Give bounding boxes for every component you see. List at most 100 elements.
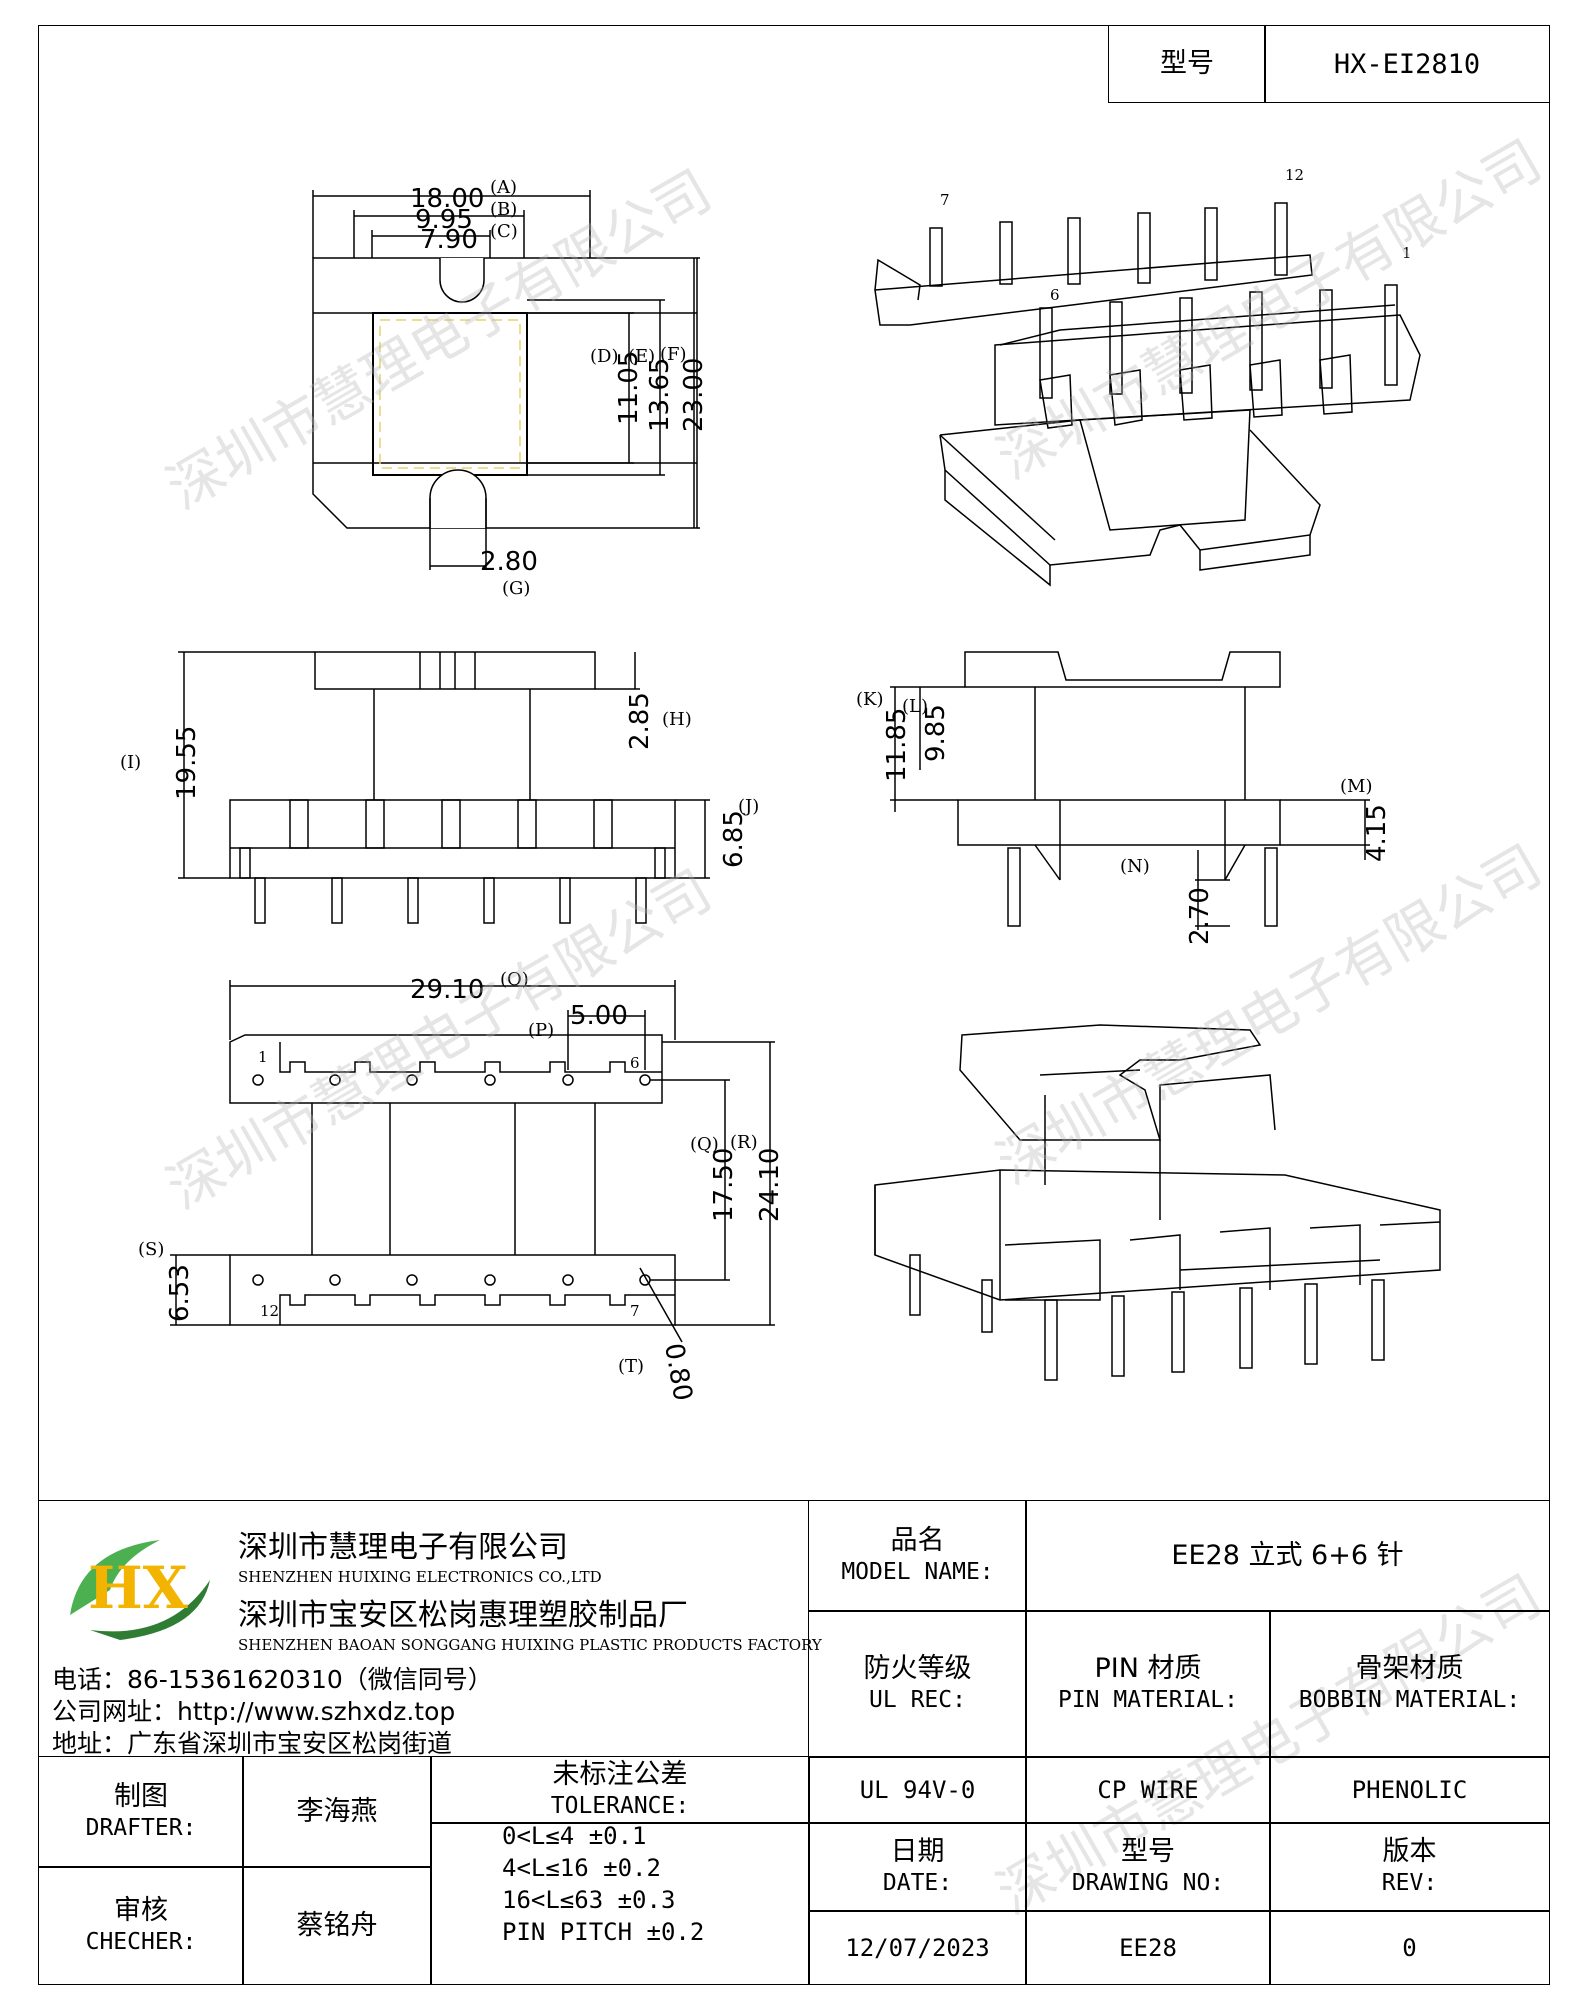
iso-pin-1: 1 bbox=[1402, 244, 1412, 262]
drawing-no-value-cell: EE28 bbox=[1025, 1910, 1271, 1985]
drafter-label-cell: 制图 DRAFTER: bbox=[38, 1756, 244, 1868]
tolerance-line-2: 4<L≤16 ±0.2 bbox=[502, 1854, 661, 1882]
dim-m: 4.15 bbox=[1362, 804, 1392, 862]
dim-o: 29.10 bbox=[410, 975, 484, 1005]
ul-label-cell: 防火等级 UL REC: bbox=[808, 1610, 1027, 1758]
rev-label-cell: 版本 REV: bbox=[1269, 1822, 1550, 1912]
date-label-cn: 日期 bbox=[890, 1836, 945, 1867]
dim-p: 5.00 bbox=[570, 1001, 628, 1031]
checker-label-cn: 审核 bbox=[114, 1894, 168, 1926]
header-value-cell: HX-EI2810 bbox=[1264, 25, 1550, 103]
model-name-label-cell: 品名 MODEL NAME: bbox=[808, 1500, 1027, 1612]
checker-label-en: CHECHER: bbox=[85, 1928, 197, 1955]
bobbin-material-value: PHENOLIC bbox=[1351, 1776, 1468, 1804]
header-label-cell: 型号 bbox=[1108, 25, 1266, 103]
model-name-label-en: MODEL NAME: bbox=[841, 1559, 994, 1585]
bottom-view bbox=[170, 980, 775, 1343]
tolerance-line-4: PIN PITCH ±0.2 bbox=[502, 1918, 705, 1946]
tag-s: (S) bbox=[138, 1239, 164, 1260]
tag-o: (O) bbox=[500, 969, 529, 990]
tag-e: (E) bbox=[628, 346, 655, 367]
logo-text: HX bbox=[88, 1554, 188, 1622]
company-name-cn: 深圳市慧理电子有限公司 bbox=[238, 1530, 568, 1565]
company-address: 地址：广东省深圳市宝安区松岗街道 bbox=[52, 1729, 453, 1758]
factory-name-en: SHENZHEN BAOAN SONGGANG HUIXING PLASTIC … bbox=[238, 1636, 822, 1654]
pin-material-value: CP WIRE bbox=[1097, 1776, 1199, 1804]
model-name-value: EE28 立式 6+6 针 bbox=[1171, 1540, 1404, 1571]
dim-f: 23.00 bbox=[679, 358, 709, 432]
dim-s: 6.53 bbox=[165, 1264, 195, 1322]
bottom-pin-6: 6 bbox=[630, 1054, 640, 1072]
front-view bbox=[178, 651, 710, 924]
pin-material-label-cell: PIN 材质 PIN MATERIAL: bbox=[1025, 1610, 1271, 1758]
top-view bbox=[312, 190, 700, 570]
drafter-name: 李海燕 bbox=[296, 1796, 378, 1827]
dim-l: 9.85 bbox=[921, 704, 951, 762]
rev-label-cn: 版本 bbox=[1382, 1836, 1437, 1867]
tag-a: (A) bbox=[490, 177, 517, 198]
drawing-no-label-cn: 型号 bbox=[1121, 1836, 1175, 1867]
bobbin-material-label-cell: 骨架材质 BOBBIN MATERIAL: bbox=[1269, 1610, 1550, 1758]
bottom-pin-12: 12 bbox=[260, 1302, 279, 1320]
date-value: 12/07/2023 bbox=[845, 1933, 990, 1962]
drawing-no-value: EE28 bbox=[1119, 1933, 1177, 1962]
dim-i: 19.55 bbox=[172, 726, 202, 800]
date-label-cell: 日期 DATE: bbox=[808, 1822, 1027, 1912]
bobbin-material-label-en: BOBBIN MATERIAL: bbox=[1298, 1687, 1521, 1713]
checker-name: 蔡铭舟 bbox=[296, 1909, 378, 1941]
date-label-en: DATE: bbox=[882, 1870, 953, 1896]
dim-n: 2.70 bbox=[1185, 887, 1215, 945]
tag-k: (K) bbox=[856, 689, 884, 710]
dim-c: 7.90 bbox=[420, 225, 478, 255]
bottom-pin-1: 1 bbox=[258, 1048, 268, 1066]
drafter-label-cn: 制图 bbox=[114, 1781, 168, 1812]
company-name-en: SHENZHEN HUIXING ELECTRONICS CO.,LTD bbox=[238, 1568, 602, 1586]
iso-pin-7: 7 bbox=[940, 191, 950, 209]
pin-material-label-cn: PIN 材质 bbox=[1094, 1653, 1202, 1684]
side-view bbox=[890, 651, 1370, 930]
dim-k: 11.85 bbox=[882, 708, 912, 782]
dim-r: 24.10 bbox=[755, 1148, 785, 1222]
isometric-top-pins bbox=[929, 202, 1398, 429]
tag-t: (T) bbox=[618, 1356, 644, 1377]
model-name-label-cn: 品名 bbox=[890, 1525, 945, 1556]
tag-i: (I) bbox=[120, 752, 141, 773]
tolerance-values-cell bbox=[430, 1822, 810, 1985]
dim-d: 11.05 bbox=[614, 351, 644, 425]
tolerance-list: 0<L≤4 ±0.1 4<L≤16 ±0.2 16<L≤63 ±0.3 PIN … bbox=[502, 1820, 704, 1948]
drafter-label-en: DRAFTER: bbox=[85, 1815, 197, 1841]
factory-name-cn: 深圳市宝安区松岗惠理塑胶制品厂 bbox=[238, 1598, 688, 1633]
tolerance-line-3: 16<L≤63 ±0.3 bbox=[502, 1886, 676, 1914]
technical-drawing: 18.00 (A) 9.95 (B) 7.90 (C) 11.05 (D) 13… bbox=[120, 166, 1441, 1403]
tag-c: (C) bbox=[490, 221, 518, 242]
checker-label-cell: 审核 CHECHER: bbox=[38, 1866, 244, 1985]
rev-value-cell: 0 bbox=[1269, 1910, 1550, 1985]
isometric-view-top bbox=[874, 254, 1421, 587]
tolerance-label-cell: 未标注公差 TOLERANCE: bbox=[430, 1756, 810, 1824]
tag-d: (D) bbox=[590, 346, 618, 367]
tolerance-line-1: 0<L≤4 ±0.1 bbox=[502, 1822, 647, 1850]
isometric-view-bottom bbox=[874, 1024, 1441, 1301]
bobbin-material-value-cell: PHENOLIC bbox=[1269, 1756, 1550, 1824]
drafter-value-cell: 李海燕 bbox=[242, 1756, 432, 1868]
tag-g: (G) bbox=[502, 578, 530, 599]
ul-label-cn: 防火等级 bbox=[863, 1653, 972, 1684]
company-logo: HX bbox=[70, 1540, 210, 1640]
iso-pin-6: 6 bbox=[1050, 286, 1060, 304]
drawing-no-label-en: DRAWING NO: bbox=[1071, 1870, 1225, 1896]
dim-e: 13.65 bbox=[645, 358, 675, 432]
tolerance-label-cn: 未标注公差 bbox=[552, 1759, 688, 1790]
iso-pin-12: 12 bbox=[1285, 166, 1304, 184]
dim-t: 0.80 bbox=[658, 1341, 698, 1403]
bottom-pin-7: 7 bbox=[630, 1302, 640, 1320]
company-phone: 电话：86-15361620310（微信同号） bbox=[52, 1665, 493, 1694]
rev-value: 0 bbox=[1402, 1933, 1417, 1962]
tag-f: (F) bbox=[660, 344, 687, 365]
tolerance-label-en: TOLERANCE: bbox=[550, 1793, 690, 1819]
tag-p: (P) bbox=[528, 1020, 554, 1041]
tag-q: (Q) bbox=[690, 1134, 719, 1155]
tag-b: (B) bbox=[490, 199, 517, 220]
pin-material-value-cell: CP WIRE bbox=[1025, 1756, 1271, 1824]
bobbin-material-label-cn: 骨架材质 bbox=[1355, 1653, 1464, 1684]
dim-b: 9.95 bbox=[415, 205, 473, 235]
